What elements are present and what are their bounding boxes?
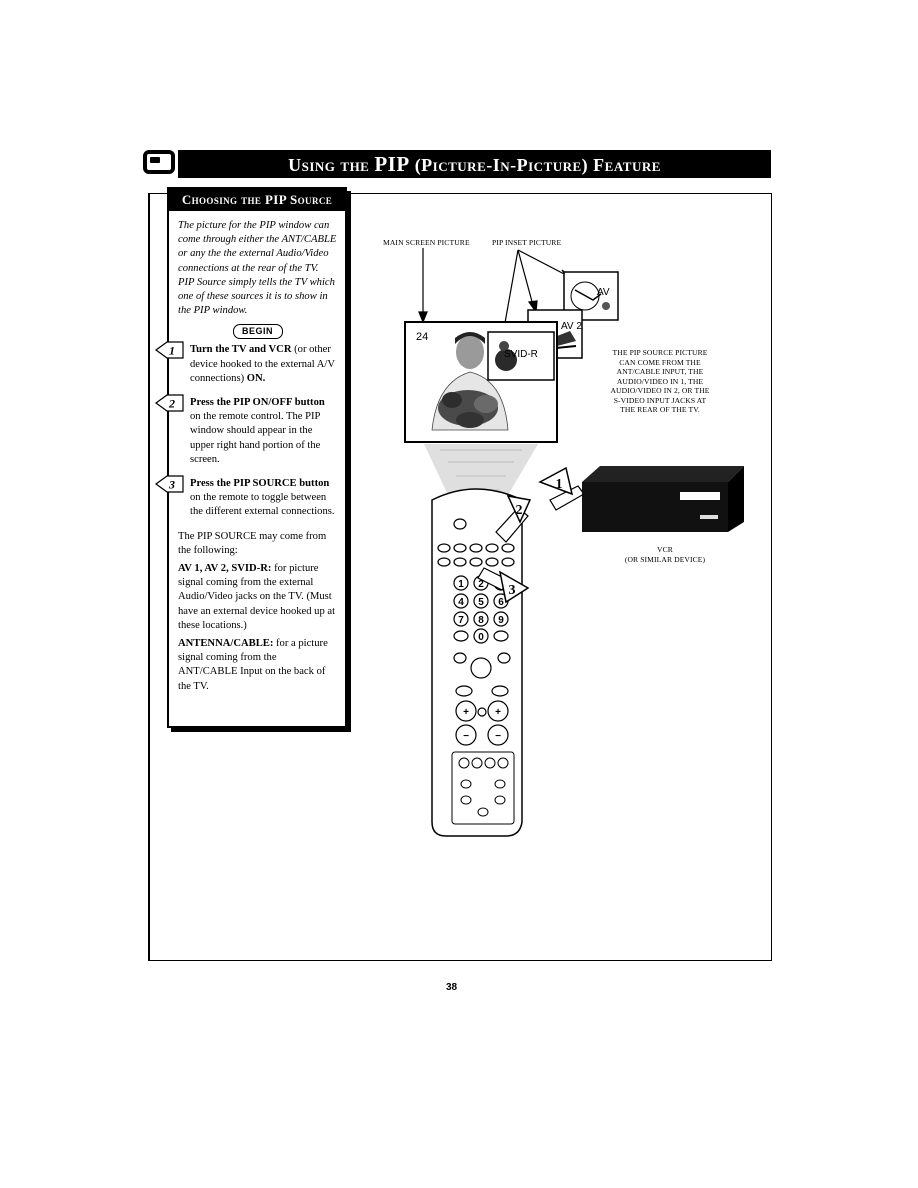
intro-text: The picture for the PIP window can come … bbox=[178, 220, 337, 317]
step-1-text: (or other device hooked to the external … bbox=[190, 344, 335, 384]
begin-badge: BEGIN bbox=[232, 324, 283, 340]
svg-text:+: + bbox=[495, 707, 501, 718]
svg-text:1: 1 bbox=[458, 579, 464, 590]
callout-1: 1 bbox=[538, 466, 585, 511]
step-2-number: 2 bbox=[168, 397, 175, 411]
title-prefix: Using the bbox=[288, 155, 370, 175]
pip-inset-label: PIP INSET PICTURE bbox=[492, 238, 562, 247]
svg-text:5: 5 bbox=[478, 597, 484, 608]
pip-tag-svidr: SVID-R bbox=[504, 349, 538, 360]
svg-text:2: 2 bbox=[478, 579, 484, 590]
channel-number: 24 bbox=[416, 331, 429, 343]
remote-buttons bbox=[437, 518, 515, 746]
step-2-arrow-icon: 2 bbox=[155, 394, 184, 412]
step-3-bold: Press the PIP SOURCE button bbox=[190, 478, 330, 490]
presenter-image bbox=[431, 332, 509, 431]
svg-text:1: 1 bbox=[556, 477, 563, 492]
svg-text:4: 4 bbox=[458, 597, 464, 608]
source-intro: The PIP SOURCE may come from the followi… bbox=[178, 530, 327, 556]
title-rest: (Picture-In-Picture) Feature bbox=[414, 155, 661, 175]
title-main: PIP bbox=[374, 152, 410, 176]
step-1: 1 Turn the TV and VCR (or other device h… bbox=[155, 341, 337, 386]
step-1-number: 1 bbox=[169, 344, 175, 358]
callout-2: 2 bbox=[495, 495, 532, 543]
step-2: 2 Press the PIP ON/OFF button on the rem… bbox=[155, 394, 337, 467]
instruction-panel: Choosing the PIP Source The picture for … bbox=[155, 187, 347, 728]
vcr-device bbox=[582, 466, 744, 532]
header-bar bbox=[178, 150, 771, 178]
page-title: Using the PIP (Picture-In-Picture) Featu… bbox=[178, 150, 771, 178]
source-ant-bold: ANTENNA/CABLE: bbox=[178, 638, 274, 650]
svg-text:9: 9 bbox=[498, 615, 504, 626]
pip-source-note: THE PIP SOURCE PICTURE CAN COME FROM THE… bbox=[610, 348, 710, 414]
svg-text:−: − bbox=[495, 731, 501, 742]
pip-tag-av: AV bbox=[597, 287, 610, 298]
step-2-text: on the remote control. The PIP window sh… bbox=[190, 411, 321, 465]
tv-icon bbox=[143, 150, 175, 174]
content-frame bbox=[148, 193, 772, 961]
svg-text:6: 6 bbox=[498, 597, 504, 608]
svg-text:−: − bbox=[463, 731, 469, 742]
main-screen-label: MAIN SCREEN PICTURE bbox=[383, 238, 470, 247]
step-1-bold-end: ON. bbox=[246, 372, 266, 384]
source-av-bold: AV 1, AV 2, SVID-R: bbox=[178, 563, 272, 575]
svg-text:3: 3 bbox=[509, 583, 516, 598]
pip-tag-av2: AV 2 bbox=[561, 321, 582, 332]
source-ant: ANTENNA/CABLE: for a picture signal comi… bbox=[178, 637, 337, 694]
panel-heading: Choosing the PIP Source bbox=[169, 189, 345, 211]
step-2-bold: Press the PIP ON/OFF button bbox=[190, 397, 325, 409]
callout-3: 3 bbox=[477, 567, 530, 604]
svg-text:+: + bbox=[463, 707, 469, 718]
vcr-label: VCR (OR SIMILAR DEVICE) bbox=[624, 545, 706, 564]
svg-text:8: 8 bbox=[478, 615, 484, 626]
step-3-text: on the remote to toggle between the diff… bbox=[190, 492, 335, 518]
step-3: 3 Press the PIP SOURCE button on the rem… bbox=[155, 475, 337, 520]
source-ant-text: for a picture signal coming from the ANT… bbox=[178, 638, 328, 692]
step-3-arrow-icon: 3 bbox=[155, 475, 184, 493]
source-av: AV 1, AV 2, SVID-R: for picture signal c… bbox=[178, 562, 337, 633]
svg-text:7: 7 bbox=[458, 615, 464, 626]
step-1-bold: Turn the TV and VCR bbox=[190, 344, 292, 356]
source-av-text: for picture signal coming from the exter… bbox=[178, 563, 336, 631]
svg-text:2: 2 bbox=[516, 503, 523, 518]
step-3-number: 3 bbox=[168, 478, 175, 492]
svg-text:0: 0 bbox=[478, 632, 484, 643]
page-number: 38 bbox=[446, 982, 458, 993]
step-1-arrow-icon: 1 bbox=[155, 341, 184, 360]
